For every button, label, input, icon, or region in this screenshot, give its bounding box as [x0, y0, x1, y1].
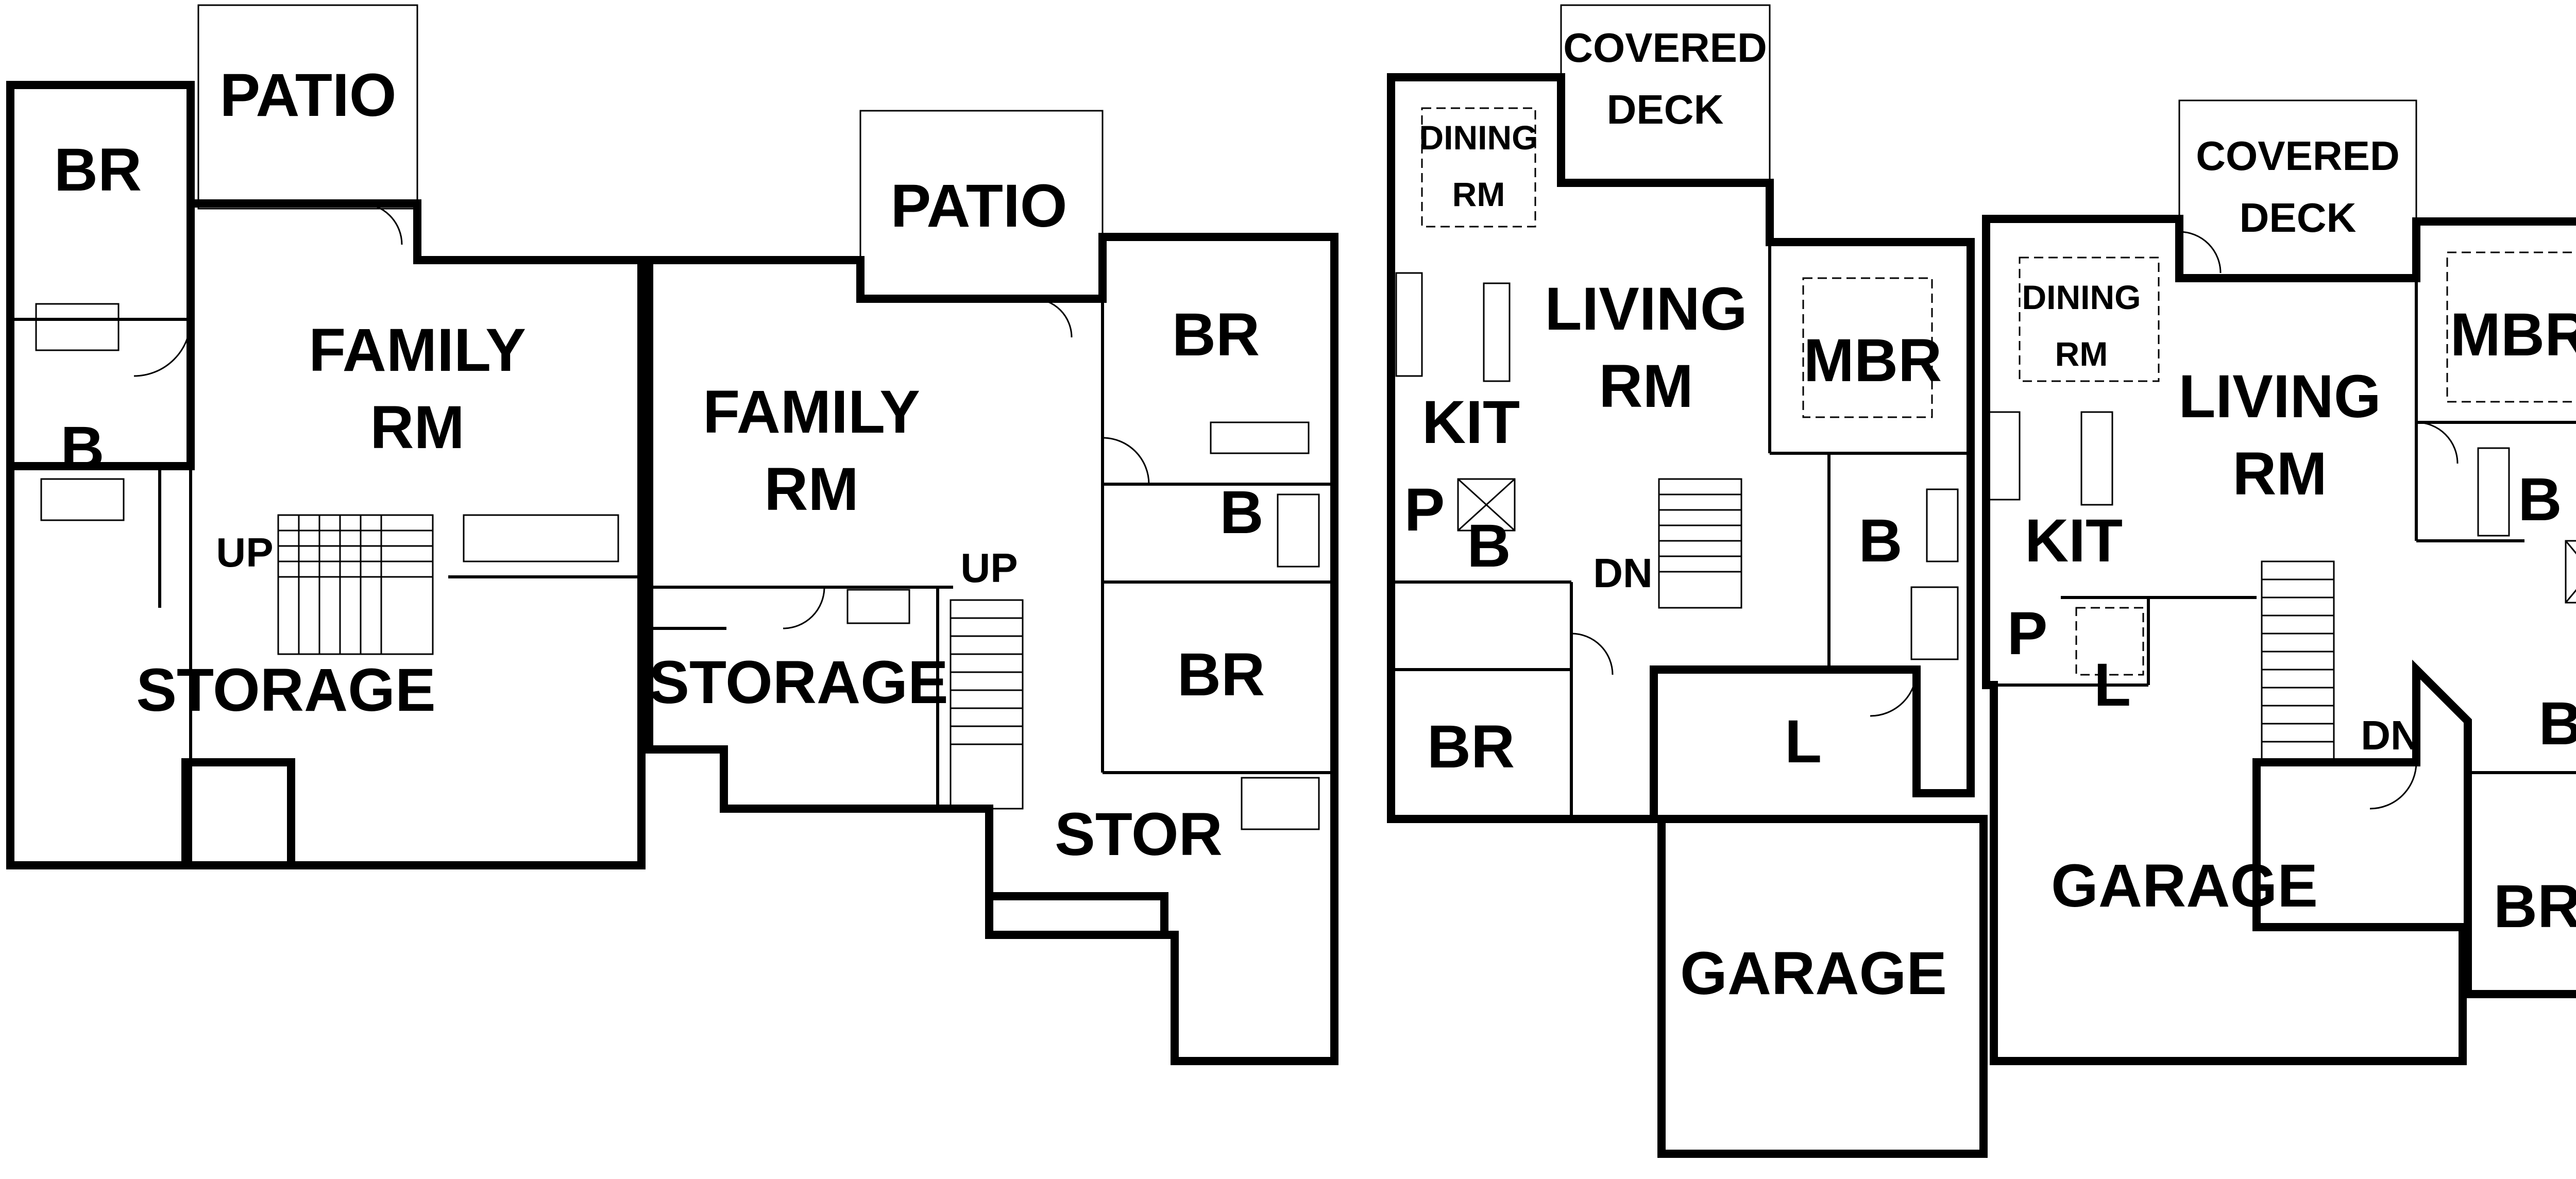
room-label-dining-rm-line1: DINING [2022, 278, 2141, 316]
room-label-garage: GARAGE [2051, 852, 2318, 920]
main-level-left-unit [1387, 4, 1988, 1158]
room-label-dining-rm-line2: RM [1452, 175, 1505, 213]
room-label-br: BR [2494, 873, 2576, 941]
main-level-right-unit [1982, 99, 2576, 1065]
room-label-garage: GARAGE [1680, 939, 1947, 1007]
room-label-kit: KIT [1422, 388, 1520, 456]
room-label-patio: PATIO [890, 172, 1067, 240]
room-label-kit: KIT [2025, 507, 2123, 575]
stair-label-dn: DN [2361, 712, 2420, 758]
main-level-right-labels: COVERED DECK DINING RM LIVING RM MBR B K… [2007, 133, 2576, 941]
room-label-stor: STOR [1055, 800, 1223, 868]
room-label-mbr: MBR [1804, 327, 1942, 395]
room-label-p: P [1404, 476, 1445, 544]
room-label-covered-deck-line1: COVERED [1563, 25, 1767, 71]
room-label-living-rm-line2: RM [1599, 352, 1693, 420]
room-label-l: L [2094, 651, 2131, 719]
lower-level-right-labels: PATIO FAMILY RM BR B UP STORAGE BR STOR [649, 172, 1265, 868]
room-label-family-rm-line2: RM [370, 394, 465, 462]
room-label-br-top: BR [1172, 301, 1260, 369]
room-label-storage: STORAGE [649, 648, 948, 716]
room-label-living-rm-line1: LIVING [2178, 363, 2381, 431]
lower-level-left-unit [6, 4, 646, 869]
room-label-patio: PATIO [219, 61, 396, 129]
lower-level-right-unit [645, 110, 1338, 1065]
room-label-covered-deck-line2: DECK [1607, 87, 1724, 132]
room-label-covered-deck-line2: DECK [2240, 195, 2357, 241]
room-label-p: P [2007, 600, 2048, 668]
room-label-living-rm-line2: RM [2232, 440, 2327, 508]
room-label-dining-rm-line1: DINING [1419, 118, 1538, 157]
room-label-b: B [1219, 479, 1263, 546]
room-label-family-rm-line1: FAMILY [309, 316, 526, 384]
stair-label-dn: DN [1593, 550, 1653, 596]
room-label-family-rm-line2: RM [764, 455, 859, 523]
room-label-br: BR [54, 136, 142, 204]
room-label-b-master: B [1858, 507, 1902, 575]
room-label-b-small: B [1467, 512, 1511, 580]
room-label-b-master: B [2518, 466, 2562, 534]
room-label-b-small: B [2538, 690, 2576, 758]
lower-level-left-labels: BR PATIO FAMILY RM B UP STORAGE [54, 61, 526, 724]
stair-label-up: UP [216, 529, 273, 575]
room-label-covered-deck-line1: COVERED [2196, 133, 2400, 179]
room-label-l: L [1785, 708, 1822, 776]
room-label-mbr: MBR [2450, 301, 2576, 369]
room-label-br: BR [1427, 713, 1515, 781]
room-label-dining-rm-line2: RM [2055, 335, 2108, 373]
room-label-b: B [60, 414, 104, 482]
room-label-br-bottom: BR [1177, 641, 1265, 709]
room-label-living-rm-line1: LIVING [1545, 275, 1747, 343]
room-label-family-rm-line1: FAMILY [703, 378, 920, 446]
main-level-left-labels: COVERED DECK DINING RM LIVING RM KIT MBR… [1404, 25, 1947, 1007]
room-label-storage: STORAGE [136, 656, 435, 724]
stair-label-up: UP [960, 545, 1018, 591]
